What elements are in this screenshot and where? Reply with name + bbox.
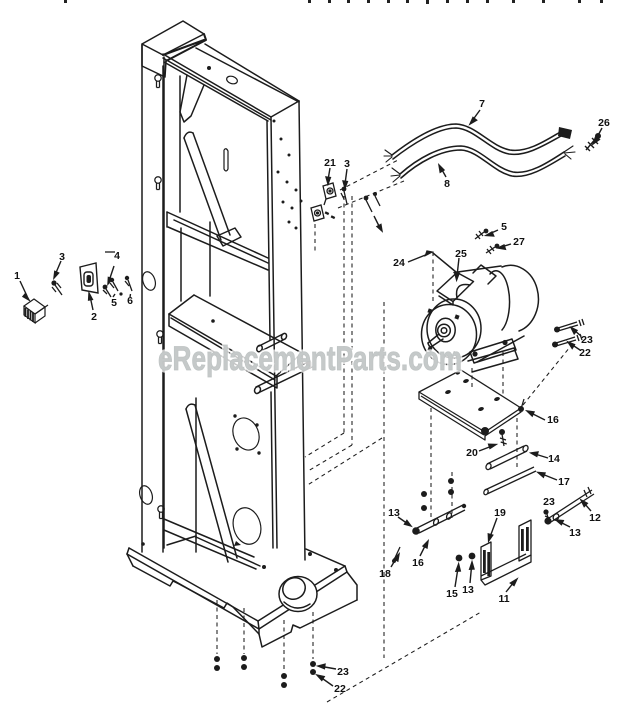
svg-text:3: 3 xyxy=(59,251,65,263)
svg-text:25: 25 xyxy=(455,248,467,260)
svg-text:22: 22 xyxy=(334,683,346,695)
svg-text:27: 27 xyxy=(513,236,525,248)
svg-text:19: 19 xyxy=(494,507,506,519)
svg-text:16: 16 xyxy=(412,557,424,569)
svg-text:13: 13 xyxy=(462,584,474,596)
svg-text:22: 22 xyxy=(579,347,591,359)
svg-text:6: 6 xyxy=(127,295,133,307)
svg-text:7: 7 xyxy=(479,98,485,110)
svg-text:13: 13 xyxy=(569,527,581,539)
svg-text:8: 8 xyxy=(444,178,450,190)
svg-text:13: 13 xyxy=(388,507,400,519)
svg-text:1: 1 xyxy=(14,270,20,282)
svg-text:15: 15 xyxy=(446,588,458,600)
svg-text:18: 18 xyxy=(379,568,391,580)
svg-text:26: 26 xyxy=(598,117,610,129)
svg-text:12: 12 xyxy=(589,512,601,524)
svg-text:2: 2 xyxy=(91,311,97,323)
svg-text:16: 16 xyxy=(547,414,559,426)
svg-text:23: 23 xyxy=(581,334,593,346)
svg-text:4: 4 xyxy=(114,250,120,262)
svg-text:11: 11 xyxy=(498,593,509,605)
svg-text:14: 14 xyxy=(548,453,560,465)
svg-text:eReplacementParts.com: eReplacementParts.com xyxy=(158,340,462,378)
svg-text:20: 20 xyxy=(466,447,478,459)
svg-text:eReplacementParts.com: eReplacementParts.com xyxy=(158,340,462,378)
svg-text:23: 23 xyxy=(543,496,555,508)
svg-text:3: 3 xyxy=(344,158,350,170)
svg-text:23: 23 xyxy=(337,666,349,678)
svg-text:21: 21 xyxy=(324,157,336,169)
svg-text:24: 24 xyxy=(393,257,405,269)
svg-text:5: 5 xyxy=(111,297,117,309)
svg-text:5: 5 xyxy=(501,221,507,233)
svg-text:17: 17 xyxy=(558,476,570,488)
